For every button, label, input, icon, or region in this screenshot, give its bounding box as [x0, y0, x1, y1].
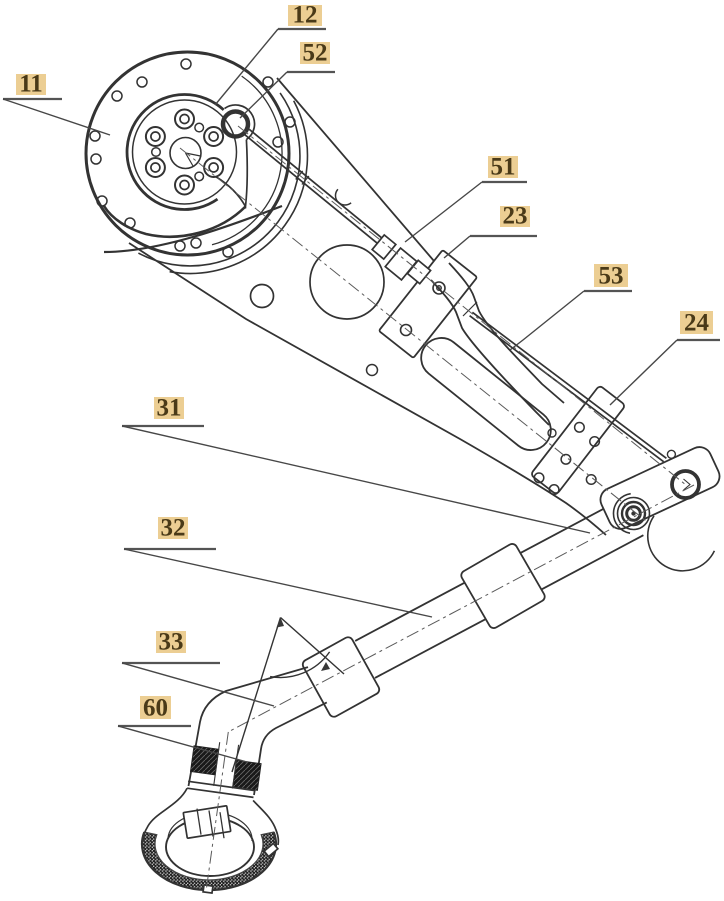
svg-text:51: 51: [491, 154, 516, 181]
svg-text:32: 32: [161, 515, 186, 542]
svg-text:52: 52: [303, 40, 328, 67]
svg-text:23: 23: [503, 203, 528, 230]
svg-text:53: 53: [599, 263, 624, 290]
svg-text:31: 31: [157, 395, 182, 422]
svg-text:60: 60: [143, 695, 168, 722]
svg-text:11: 11: [19, 71, 43, 98]
svg-text:12: 12: [293, 2, 318, 29]
svg-text:33: 33: [159, 629, 184, 656]
svg-text:24: 24: [684, 310, 710, 337]
